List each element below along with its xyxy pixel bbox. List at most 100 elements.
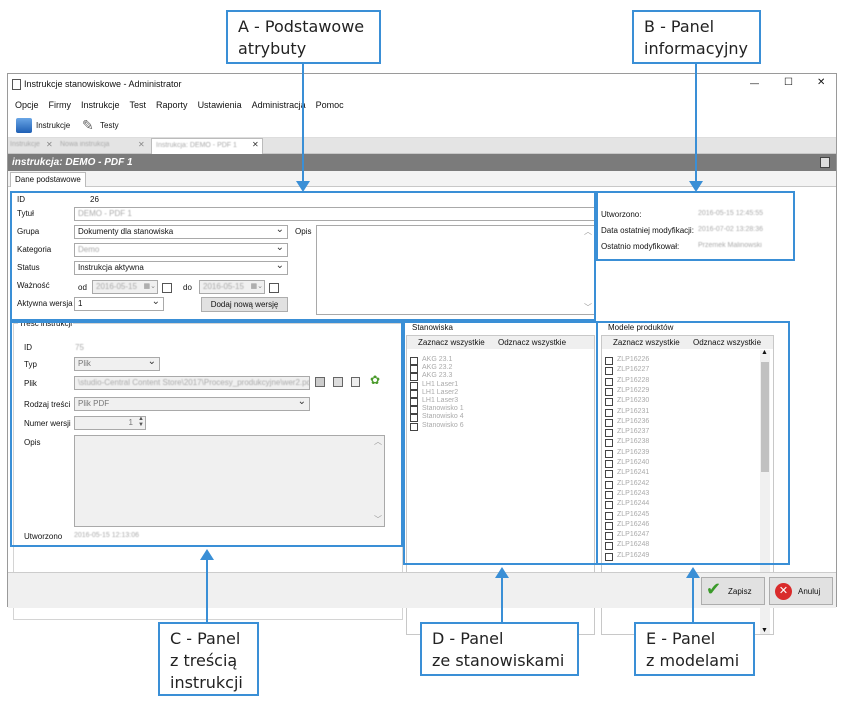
modele-deselect-all[interactable]: Odznacz wszystkie <box>693 338 762 347</box>
toolbar-instrukcje-label: Instrukcje <box>36 121 71 130</box>
grupa-select[interactable]: Dokumenty dla stanowiska <box>74 225 288 239</box>
scroll-up-icon[interactable]: ▲ <box>761 349 768 356</box>
menu-test[interactable]: Test <box>129 100 147 110</box>
menu-raporty[interactable]: Raporty <box>156 100 188 110</box>
stanowiska-select-all[interactable]: Zaznacz wszystkie <box>418 338 485 347</box>
model-checkbox[interactable] <box>605 511 613 520</box>
model-checkbox[interactable] <box>605 470 613 479</box>
tab-instrukcja-demo[interactable]: Instrukcja: DEMO - PDF 1 ✕ <box>151 138 263 154</box>
stanowisko-checkbox[interactable] <box>410 365 418 374</box>
stanowisko-checkbox[interactable] <box>410 406 418 415</box>
model-checkbox[interactable] <box>605 542 613 551</box>
model-checkbox[interactable] <box>605 387 613 396</box>
model-checkbox[interactable] <box>605 357 613 365</box>
tab-nowa-instrukcja[interactable]: Nowa instrukcja <box>60 141 110 148</box>
maximize-button[interactable]: ☐ <box>784 77 793 88</box>
scroll-down-icon[interactable]: ▼ <box>761 627 768 634</box>
model-checkbox[interactable] <box>605 501 613 510</box>
cancel-button[interactable]: ✕ Anuluj <box>769 577 833 605</box>
model-checkbox[interactable] <box>605 418 613 427</box>
model-checkbox[interactable] <box>605 408 613 417</box>
do-date-field[interactable]: 2016-05-15▦⌄ <box>199 280 265 294</box>
opis-textarea[interactable]: ︿ ﹀ <box>316 225 595 315</box>
scrollbar-thumb[interactable] <box>761 362 769 472</box>
model-checkbox[interactable] <box>605 398 613 407</box>
menu-opcje[interactable]: Opcje <box>15 100 39 110</box>
last-modified-by-value: Przemek Malinowski <box>698 242 762 249</box>
tab-close-icon[interactable]: ✕ <box>252 140 259 149</box>
menu-pomoc[interactable]: Pomoc <box>315 100 344 110</box>
stanowisko-checkbox[interactable] <box>410 357 418 365</box>
scroll-up-icon[interactable]: ︿ <box>374 437 382 446</box>
model-checkbox[interactable] <box>605 552 613 561</box>
aktywna-wersja-select[interactable]: 1 <box>74 297 164 311</box>
id-label: ID <box>17 195 25 204</box>
copy-file-icon[interactable] <box>351 377 360 387</box>
model-checkbox[interactable] <box>605 532 613 541</box>
stanowisko-item-label: Stanowisko 6 <box>422 421 464 429</box>
tab-dane-podstawowe[interactable]: Dane podstawowe <box>10 172 86 187</box>
toolbar-instrukcje-button[interactable]: Instrukcje <box>14 116 78 136</box>
stanowiska-deselect-all[interactable]: Odznacz wszystkie <box>498 338 567 347</box>
model-checkbox[interactable] <box>605 490 613 499</box>
od-date-field[interactable]: 2016-05-15▦⌄ <box>92 280 158 294</box>
modele-scrollbar[interactable]: ▲ ▼ <box>760 349 770 634</box>
menu-administracja[interactable]: Administracja <box>251 100 306 110</box>
numer-wersji-stepper[interactable]: 1▲▼ <box>74 416 146 430</box>
stepper-arrows-icon[interactable]: ▲▼ <box>138 416 144 428</box>
notes-icon[interactable] <box>820 157 830 168</box>
add-version-button[interactable]: Dodaj nową wersję <box>201 297 288 312</box>
plik-field[interactable]: \studio-Central Content Store\2017\Proce… <box>74 376 310 390</box>
stanowisko-checkbox[interactable] <box>410 414 418 423</box>
scroll-down-icon[interactable]: ﹀ <box>374 515 382 524</box>
kategoria-select[interactable]: Demo <box>74 243 288 257</box>
stanowisko-checkbox[interactable] <box>410 381 418 390</box>
scroll-up-icon[interactable]: ︿ <box>584 227 592 236</box>
content-id-value: 75 <box>75 343 84 352</box>
stanowisko-checkbox[interactable] <box>410 422 418 431</box>
calendar-icon[interactable]: ▦⌄ <box>143 283 156 290</box>
calendar-icon[interactable]: ▦⌄ <box>250 283 263 290</box>
stanowisko-checkbox[interactable] <box>410 389 418 398</box>
callout-c: C - Panel z treścią instrukcji <box>158 622 259 696</box>
save-button[interactable]: ✔ Zapisz <box>701 577 765 605</box>
stanowiska-title: Stanowiska <box>411 323 454 332</box>
refresh-icon[interactable]: ✿ <box>370 373 381 387</box>
close-button[interactable]: ✕ <box>817 77 826 88</box>
tab-instrukcje[interactable]: Instrukcje <box>10 141 40 148</box>
menu-ustawienia[interactable]: Ustawienia <box>197 100 242 110</box>
typ-select[interactable]: Plik <box>74 357 160 371</box>
stanowisko-checkbox[interactable] <box>410 373 418 382</box>
tab-close-icon[interactable]: ✕ <box>46 140 53 149</box>
do-checkbox[interactable] <box>269 283 279 293</box>
model-checkbox[interactable] <box>605 480 613 489</box>
od-checkbox[interactable] <box>162 283 172 293</box>
tab-close-icon[interactable]: ✕ <box>138 140 145 149</box>
callout-a: A - Podstawowe atrybuty <box>226 10 381 64</box>
model-checkbox[interactable] <box>605 429 613 438</box>
model-checkbox[interactable] <box>605 367 613 376</box>
save-file-icon[interactable] <box>333 377 343 387</box>
model-checkbox[interactable] <box>605 377 613 386</box>
minimize-button[interactable]: — <box>750 78 759 88</box>
do-label: do <box>183 283 192 292</box>
modele-select-all[interactable]: Zaznacz wszystkie <box>613 338 680 347</box>
open-file-icon[interactable] <box>315 377 325 387</box>
content-opis-textarea[interactable]: ︿ ﹀ <box>74 435 385 527</box>
menu-firmy[interactable]: Firmy <box>48 100 72 110</box>
menu-bar: Opcje Firmy Instrukcje Test Raporty Ustawieni… <box>8 96 836 114</box>
model-checkbox[interactable] <box>605 439 613 448</box>
callout-d-arrow <box>495 567 509 578</box>
model-checkbox[interactable] <box>605 449 613 458</box>
scroll-down-icon[interactable]: ﹀ <box>584 303 592 312</box>
status-select[interactable]: Instrukcja aktywna <box>74 261 288 275</box>
rodzaj-tresci-select[interactable]: Plik PDF <box>74 397 310 411</box>
model-item-label: ZLP16229 <box>617 386 650 394</box>
toolbar-testy-button[interactable]: ✎ Testy <box>80 116 130 136</box>
stanowisko-checkbox[interactable] <box>410 398 418 406</box>
grupa-label: Grupa <box>17 227 40 236</box>
menu-instrukcje[interactable]: Instrukcje <box>81 100 120 110</box>
model-checkbox[interactable] <box>605 521 613 530</box>
modele-title: Modele produktów <box>607 323 675 332</box>
model-checkbox[interactable] <box>605 460 613 468</box>
